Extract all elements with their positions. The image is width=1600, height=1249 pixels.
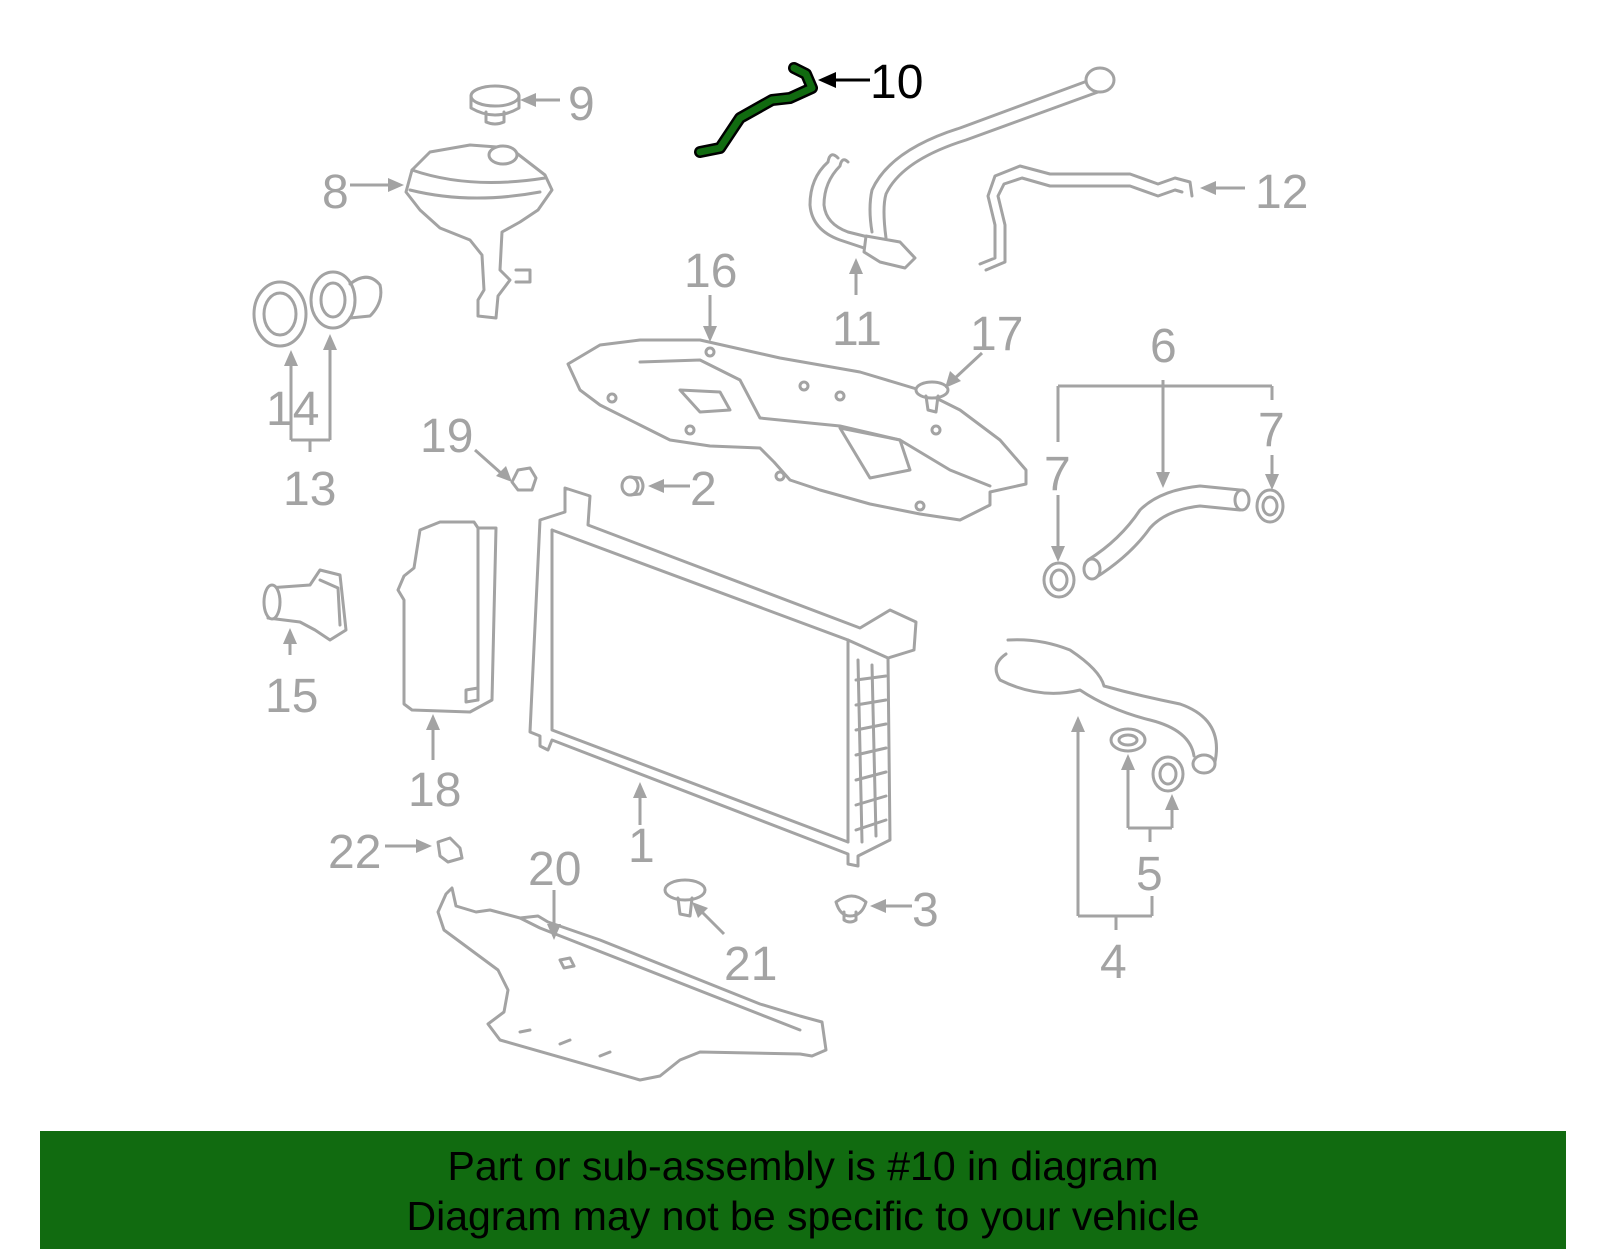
part-12-tube[interactable] [978,164,1194,272]
callout-8[interactable]: 8 [322,166,349,219]
part-5-clamp-a[interactable] [1109,727,1147,753]
part-10-hose-highlighted[interactable] [694,62,818,158]
part-7-clamp-right[interactable] [1255,488,1285,524]
part-4-lower-hose[interactable] [994,638,1218,775]
part-6-hose[interactable] [1082,484,1251,581]
callout-13[interactable]: 13 [283,463,336,516]
part-9-cap[interactable] [469,84,521,126]
part-21-push-pin[interactable] [663,878,707,918]
part-14-gasket[interactable] [252,280,308,348]
callout-22[interactable]: 22 [328,826,381,879]
callout-6[interactable]: 6 [1150,320,1177,373]
part-11-upper-hose [868,66,1116,240]
part-22-clip[interactable] [436,836,464,864]
callout-15[interactable]: 15 [265,670,318,723]
callout-7a[interactable]: 7 [1044,448,1071,501]
part-3-grommet[interactable] [834,894,868,924]
callout-21[interactable]: 21 [724,938,777,991]
callout-9[interactable]: 9 [568,78,595,131]
part-2-bushing[interactable] [620,475,645,497]
banner-line-2: Diagram may not be specific to your vehi… [406,1193,1200,1239]
callout-5[interactable]: 5 [1136,848,1163,901]
part-19-clip[interactable] [510,466,538,492]
info-banner: Part or sub-assembly is #10 in diagram D… [40,1131,1566,1249]
callout-3[interactable]: 3 [912,884,939,937]
part-8-reservoir[interactable] [404,143,554,320]
banner-line-1: Part or sub-assembly is #10 in diagram [447,1143,1159,1189]
part-1-radiator[interactable] [528,486,918,868]
callout-7b[interactable]: 7 [1258,404,1285,457]
callout-12[interactable]: 12 [1255,166,1308,219]
part-11-hose[interactable] [808,153,917,270]
callout-11[interactable]: 11 [832,303,882,356]
part-20-lower-shield[interactable] [436,886,828,1082]
part-13-thermostat[interactable] [309,270,383,330]
part-16-upper-cover[interactable] [566,338,1028,522]
callout-17[interactable]: 17 [970,308,1023,361]
part-15-outlet[interactable] [262,568,348,642]
part-7-clamp-left[interactable] [1042,561,1076,599]
callout-2[interactable]: 2 [690,463,717,516]
callout-1[interactable]: 1 [628,820,655,873]
callout-16[interactable]: 16 [684,245,737,298]
callout-10-arrow [818,72,836,88]
callout-10[interactable]: 10 [870,56,923,109]
part-17-push-pin[interactable] [914,380,950,414]
callout-18[interactable]: 18 [408,764,461,817]
part-18-side-baffle[interactable] [396,520,498,714]
callout-14[interactable]: 14 [266,383,319,436]
callout-4[interactable]: 4 [1100,936,1127,989]
callout-19[interactable]: 19 [420,410,473,463]
callout-20[interactable]: 20 [528,843,581,896]
part-5-clamp-b[interactable] [1151,755,1185,793]
